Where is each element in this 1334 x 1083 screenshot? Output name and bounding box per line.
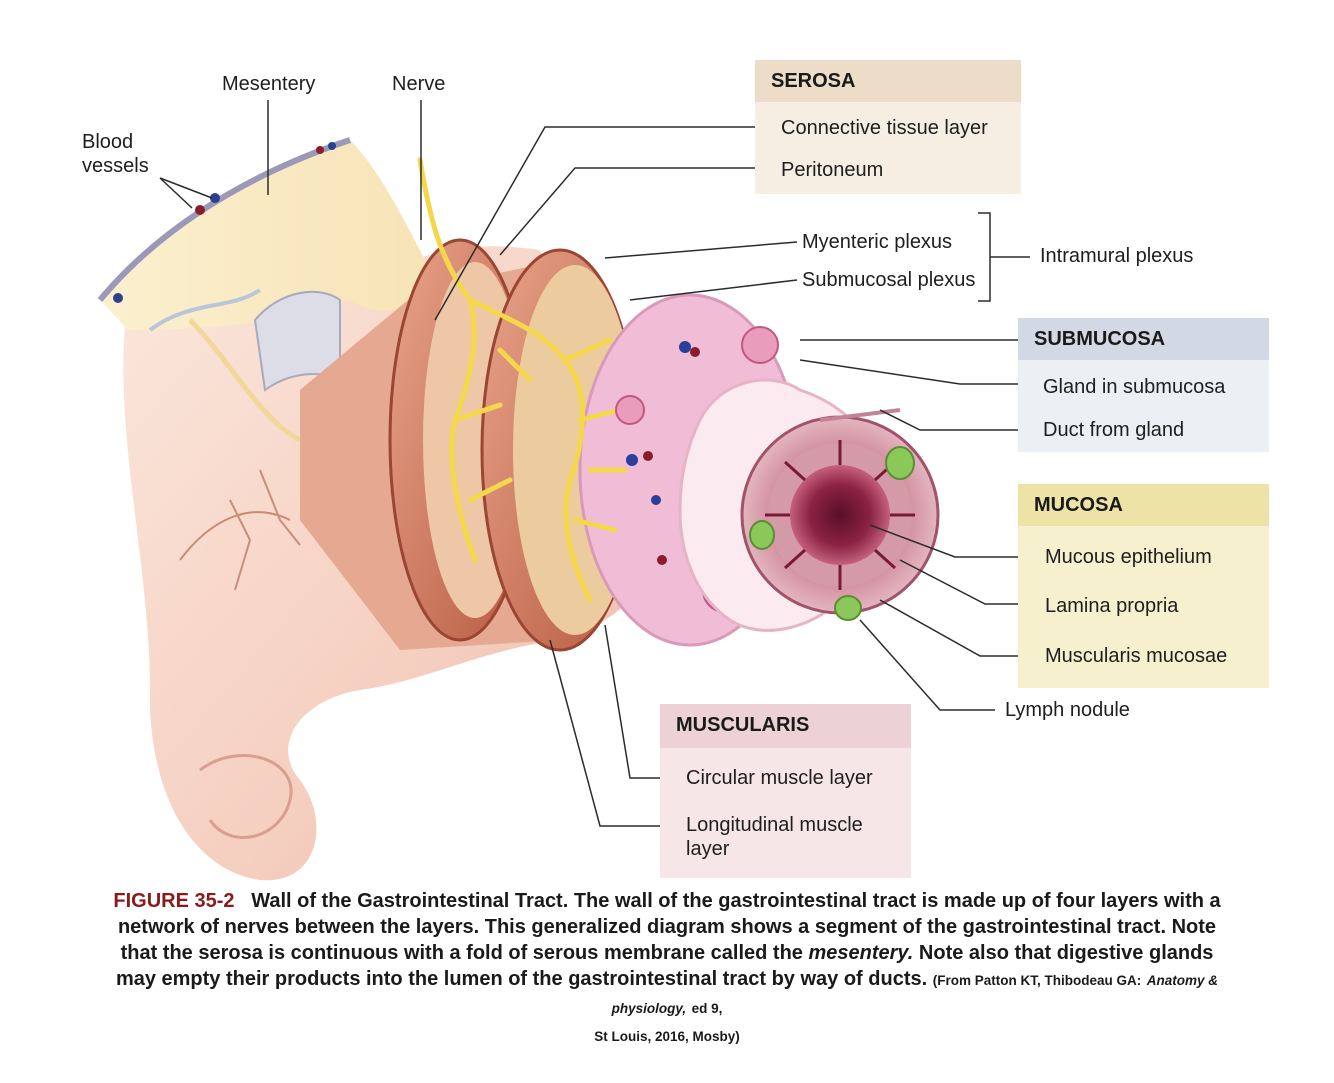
muscularis-item-layer: layer <box>686 838 730 860</box>
submucosa-item-gland: Gland in submucosa <box>1043 376 1226 398</box>
muscularis-box: MUSCULARIS Circular muscle layer Longitu… <box>660 704 911 878</box>
submucosa-item-duct: Duct from gland <box>1043 419 1185 441</box>
label-mesentery: Mesentery <box>222 73 316 95</box>
figure-caption: FIGURE 35-2 Wall of the Gastrointestinal… <box>110 888 1224 1052</box>
label-nerve: Nerve <box>392 73 446 95</box>
label-lymph-nodule: Lymph nodule <box>1005 699 1130 721</box>
mesentery-fold <box>97 137 440 443</box>
mucosa-title: MUCOSA <box>1018 484 1269 526</box>
muscularis-title: MUSCULARIS <box>660 704 911 748</box>
label-submucosal-plexus: Submucosal plexus <box>802 269 976 291</box>
mucosa-box: MUCOSA Mucous epithelium Lamina propria … <box>1018 484 1269 688</box>
label-myenteric-plexus: Myenteric plexus <box>802 231 953 253</box>
serosa-title: SEROSA <box>755 60 1021 102</box>
mucosa-item-epithelium: Mucous epithelium <box>1045 546 1212 568</box>
mucosa-item-lamina-propria: Lamina propria <box>1045 595 1179 617</box>
serosa-flap <box>253 290 341 392</box>
serosa-item-peritoneum: Peritoneum <box>781 159 884 181</box>
figure-title: Wall of the Gastrointestinal Tract. <box>251 890 569 912</box>
figure-number: FIGURE 35-2 <box>113 890 235 912</box>
caption-text-2: Note also that digestive glands may empt… <box>115 942 1214 990</box>
label-blood-vessels-line2: vessels <box>82 155 149 177</box>
caption-source-2: ed 9, <box>691 1001 723 1016</box>
serosa-box: SEROSA Connective tissue layer Peritoneu… <box>755 60 1021 194</box>
label-intramural-plexus: Intramural plexus <box>1040 245 1194 267</box>
caption-source-3: St Louis, 2016, Mosby) <box>594 1029 740 1044</box>
muscularis-item-longitudinal: Longitudinal muscle <box>686 814 863 836</box>
caption-source-1: (From Patton KT, Thibodeau GA: <box>932 973 1142 988</box>
serosa-item-connective-tissue: Connective tissue layer <box>781 117 988 139</box>
mucosa-item-muscularis-mucosae: Muscularis mucosae <box>1045 645 1228 667</box>
nerve-network <box>417 157 628 603</box>
submucosa-title: SUBMUCOSA <box>1018 318 1269 360</box>
lumen-section <box>740 408 940 621</box>
caption-text-1: The wall of the gastrointestinal tract i… <box>117 890 1221 964</box>
leader-lines <box>159 100 1035 827</box>
caption-source-book: Anatomy & physiology, <box>611 973 1219 1016</box>
muscularis-item-circular: Circular muscle layer <box>686 767 873 789</box>
submucosa-box: SUBMUCOSA Gland in submucosa Duct from g… <box>1018 318 1269 452</box>
label-blood-vessels-line1: Blood <box>82 131 134 153</box>
caption-emphasis: mesentery. <box>808 942 914 964</box>
